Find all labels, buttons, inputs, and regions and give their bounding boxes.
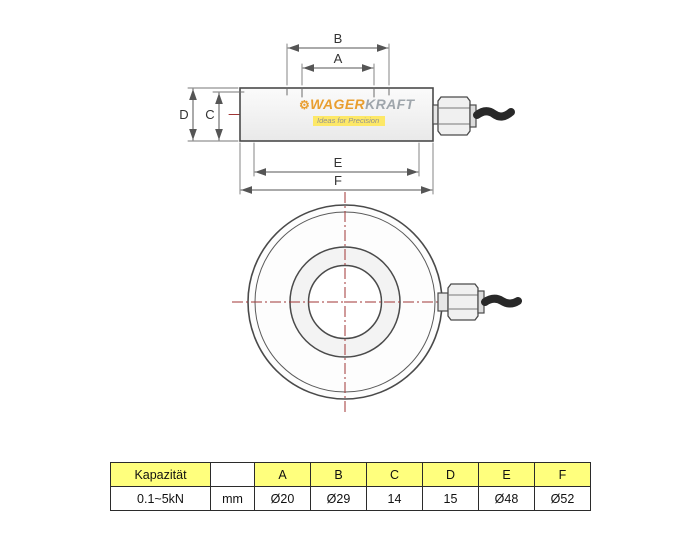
dimension-e: E [253,142,420,177]
spec-value-f: Ø52 [534,486,591,511]
top-feature-edges [286,87,390,98]
dim-label-d: D [179,107,188,122]
brand-tagline: Ideas for Precision [313,116,386,126]
spec-value-b: Ø29 [310,486,367,511]
dimension-b: B [286,31,390,86]
spec-header-capacity: Kapazität [110,462,211,487]
cable-gland-front [437,283,522,321]
spec-header-a: A [254,462,311,487]
technical-drawing: B A D C [179,31,522,412]
spec-value-c: 14 [366,486,423,511]
cable-side [473,107,515,121]
brand-logo: ⚙WAGERKRAFT Ideas for Precision [299,97,415,127]
gland-neck-front [437,292,449,312]
gland-nut-side [437,96,471,136]
front-view [232,192,522,412]
spec-value-a: Ø20 [254,486,311,511]
spec-header-d: D [422,462,479,487]
spec-header-e: E [478,462,535,487]
spec-header-row: Kapazität A B C D E F [110,462,591,487]
dim-label-a: A [334,51,343,66]
dimension-a: A [301,51,375,86]
gear-icon: ⚙ [299,98,311,112]
spec-table: Kapazität A B C D E F 0.1~5kN mm Ø20 Ø29… [110,462,591,511]
spec-header-b: B [310,462,367,487]
brand-name: ⚙WAGERKRAFT [299,97,415,111]
cable-gland-side [432,96,515,136]
spec-header-c: C [366,462,423,487]
brand-name-left: WAGER [310,96,366,112]
dimension-f: F [239,142,434,195]
sensor-body-side [239,87,434,142]
dim-label-b: B [334,31,343,46]
brand-name-right: KRAFT [365,96,415,112]
spec-value-capacity: 0.1~5kN [110,486,211,511]
spec-value-e: Ø48 [478,486,535,511]
spec-value-row: 0.1~5kN mm Ø20 Ø29 14 15 Ø48 Ø52 [110,486,591,511]
dimension-d: D [179,87,239,142]
dim-label-e: E [334,155,343,170]
side-view: B A D C [179,31,515,195]
cable-front [481,294,522,308]
spec-value-d: 15 [422,486,479,511]
spec-header-f: F [534,462,591,487]
dimension-c: C [205,91,245,141]
gland-nut-front [447,283,479,321]
spec-header-unit [210,462,255,487]
spec-value-unit: mm [210,486,255,511]
dim-label-f: F [334,173,342,188]
dim-label-c: C [205,107,214,122]
